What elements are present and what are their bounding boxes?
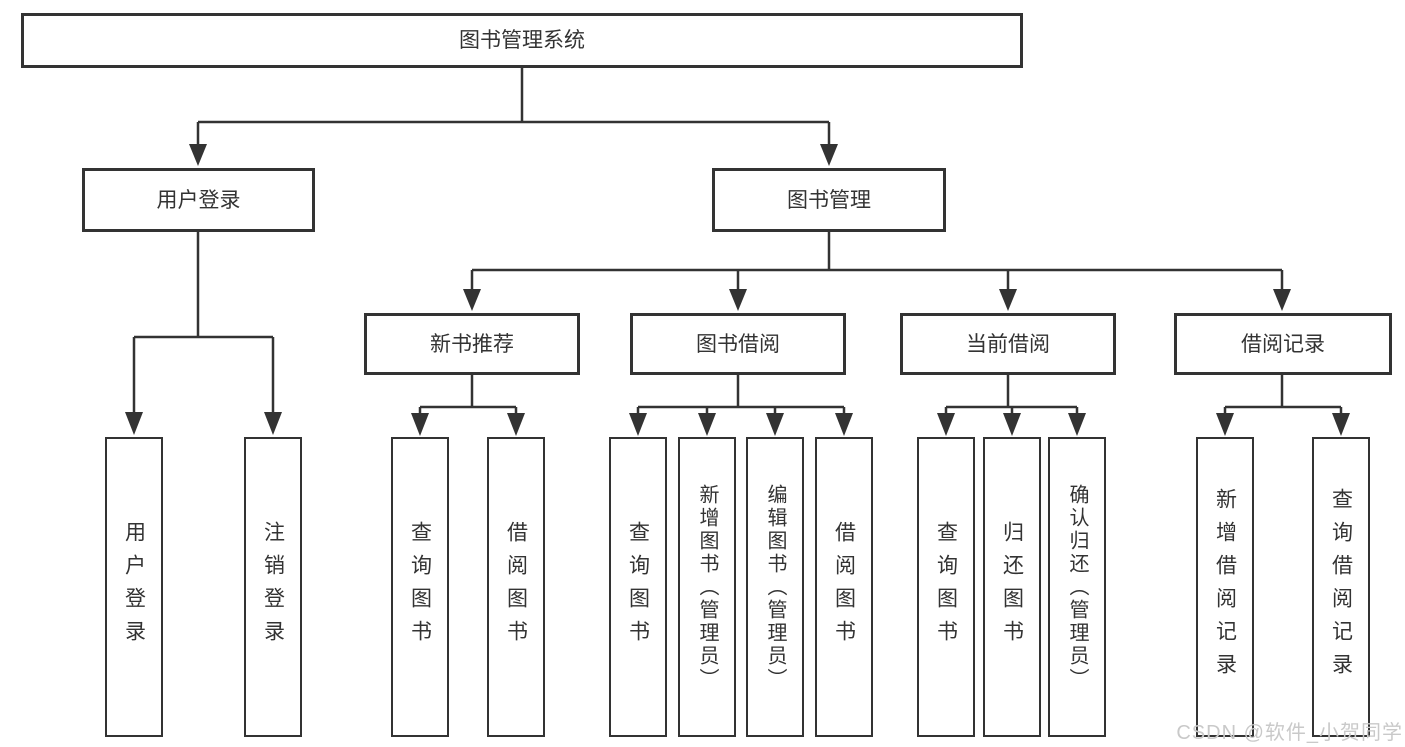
node-add-borrow-record: 新增借阅记录 xyxy=(1196,437,1254,737)
node-query-books-recommend: 查询图书 xyxy=(391,437,449,737)
node-confirm-return-admin: 确认归还（管理员） xyxy=(1048,437,1106,737)
node-book-borrowing: 图书借阅 xyxy=(630,313,846,375)
node-book-management-branch: 图书管理 xyxy=(712,168,946,232)
node-borrow-books: 借阅图书 xyxy=(815,437,873,737)
node-library-management-system: 图书管理系统 xyxy=(21,13,1023,68)
arrowheads xyxy=(125,144,1350,436)
node-return-books: 归还图书 xyxy=(983,437,1041,737)
node-logout: 注销登录 xyxy=(244,437,302,737)
node-user-login-branch: 用户登录 xyxy=(82,168,315,232)
csdn-watermark: CSDN @软件_小贺同学 xyxy=(1176,722,1403,744)
node-edit-book-admin: 编辑图书（管理员） xyxy=(746,437,804,737)
node-add-book-admin: 新增图书（管理员） xyxy=(678,437,736,737)
node-new-book-recommendation: 新书推荐 xyxy=(364,313,580,375)
node-current-borrowing: 当前借阅 xyxy=(900,313,1116,375)
node-borrow-books-recommend: 借阅图书 xyxy=(487,437,545,737)
node-query-books-current: 查询图书 xyxy=(917,437,975,737)
node-user-login: 用户登录 xyxy=(105,437,163,737)
node-borrowing-records: 借阅记录 xyxy=(1174,313,1392,375)
node-query-borrow-record: 查询借阅记录 xyxy=(1312,437,1370,737)
node-query-books-borrowing: 查询图书 xyxy=(609,437,667,737)
